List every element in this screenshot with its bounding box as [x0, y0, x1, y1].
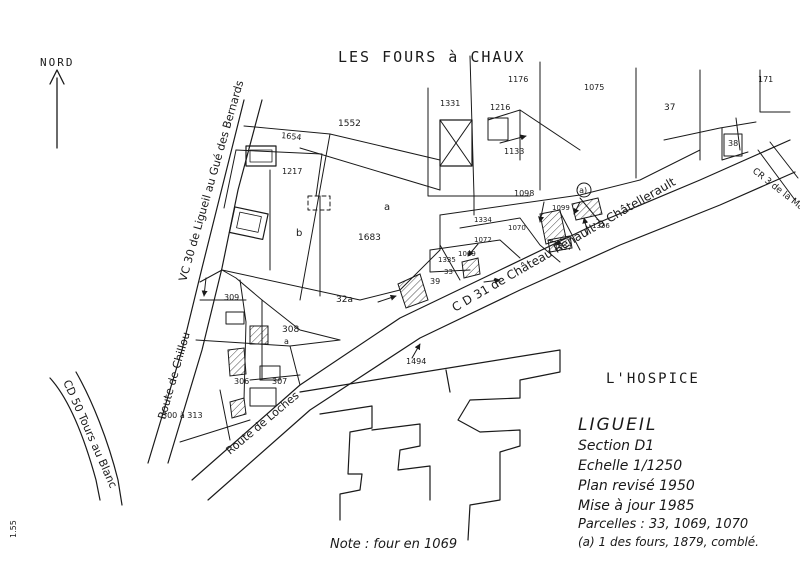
parcel-1069: 1069 — [458, 250, 476, 258]
margin-mark: 1.55 — [9, 520, 18, 538]
parcel-numbers: 1654 1552 1217 a b 1683 1331 1216 1176 1… — [162, 75, 773, 420]
parcel-arrows — [201, 134, 592, 359]
parcel-1098: 1098 — [514, 189, 534, 198]
road-label-cr3: CR 3 de la Malgogne — [750, 166, 800, 231]
building-footprints-upper — [228, 117, 743, 241]
parcel-307: 307 — [272, 377, 287, 386]
parcel-308-a: a — [284, 337, 289, 346]
map-cartouche: LIGUEIL Section D1 Echelle 1/1250 Plan r… — [578, 415, 759, 549]
cartouche-section: Section D1 — [578, 438, 654, 454]
parcel-1099: 1099 — [552, 204, 570, 212]
road-label-vc30: VC 30 de Ligueil au Gué des Bernards — [176, 79, 246, 283]
parcel-1217: 1217 — [282, 167, 302, 176]
parcel-1337: 1337 — [554, 244, 572, 252]
cartouche-title: LIGUEIL — [578, 415, 657, 435]
hospice-outline — [299, 349, 561, 541]
cartouche-update: Mise à jour 1985 — [578, 498, 695, 514]
road-label-loches: Route de Loches — [224, 389, 302, 458]
parcel-lines-upper — [221, 55, 791, 301]
north-label: NORD — [40, 56, 75, 69]
parcel-a: a — [384, 202, 390, 213]
road-label-chillou: Route de Chillou — [155, 331, 192, 421]
parcel-1494: 1494 — [406, 357, 426, 366]
parcel-lines-lower — [179, 269, 341, 443]
cartouche-plan: Plan revisé 1950 — [578, 478, 695, 494]
parcel-308: 308 — [282, 325, 299, 335]
parcel-1072: 1072 — [474, 236, 492, 244]
parcel-32a: 32a — [336, 295, 353, 305]
parcel-309: 309 — [224, 293, 239, 302]
cartouche-parcels: Parcelles : 33, 1069, 1070 — [578, 517, 748, 532]
parcel-1216: 1216 — [490, 103, 510, 112]
parcel-37: 37 — [664, 103, 675, 113]
road-cd31: C D 31 de Château Renault à Châtelleraul… — [191, 139, 796, 501]
parcel-a-marker: (a) — [576, 186, 587, 195]
parcel-1070: 1070 — [508, 224, 526, 232]
parcel-38: 38 — [728, 139, 738, 148]
road-label-cd50: CD 50 Tours au Blanc — [60, 378, 119, 490]
parcel-1075: 1075 — [584, 83, 604, 92]
parcel-1654: 1654 — [281, 131, 302, 142]
parcel-1335: 1335 — [438, 256, 456, 264]
parcel-33: 33 — [444, 268, 453, 276]
cartouche-note-a: (a) 1 des fours, 1879, comblé. — [578, 535, 759, 549]
parcel-1176: 1176 — [508, 75, 528, 84]
parcel-1683: 1683 — [358, 233, 381, 243]
road-cr3: CR 3 de la Malgogne — [750, 141, 800, 232]
parcel-1552: 1552 — [338, 119, 361, 129]
map-note: Note : four en 1069 — [330, 537, 457, 552]
parcel-171: 171 — [758, 75, 773, 84]
parcel-b: b — [296, 228, 302, 239]
cartouche-scale: Echelle 1/1250 — [578, 458, 682, 474]
parcel-39: 39 — [430, 277, 440, 286]
place-hospice: L'HOSPICE — [606, 371, 700, 387]
parcel-1336: 1336 — [592, 222, 610, 230]
north-arrow: NORD — [40, 56, 75, 149]
place-fours-a-chaux: LES FOURS à CHAUX — [338, 48, 526, 66]
parcel-1334: 1334 — [474, 216, 492, 224]
parcel-306: 306 — [234, 377, 249, 386]
parcel-1133: 1133 — [504, 147, 524, 156]
road-cd50: CD 50 Tours au Blanc — [49, 371, 123, 506]
parcel-1331: 1331 — [440, 99, 460, 108]
parcel-300-313: 300 à 313 — [162, 411, 203, 420]
